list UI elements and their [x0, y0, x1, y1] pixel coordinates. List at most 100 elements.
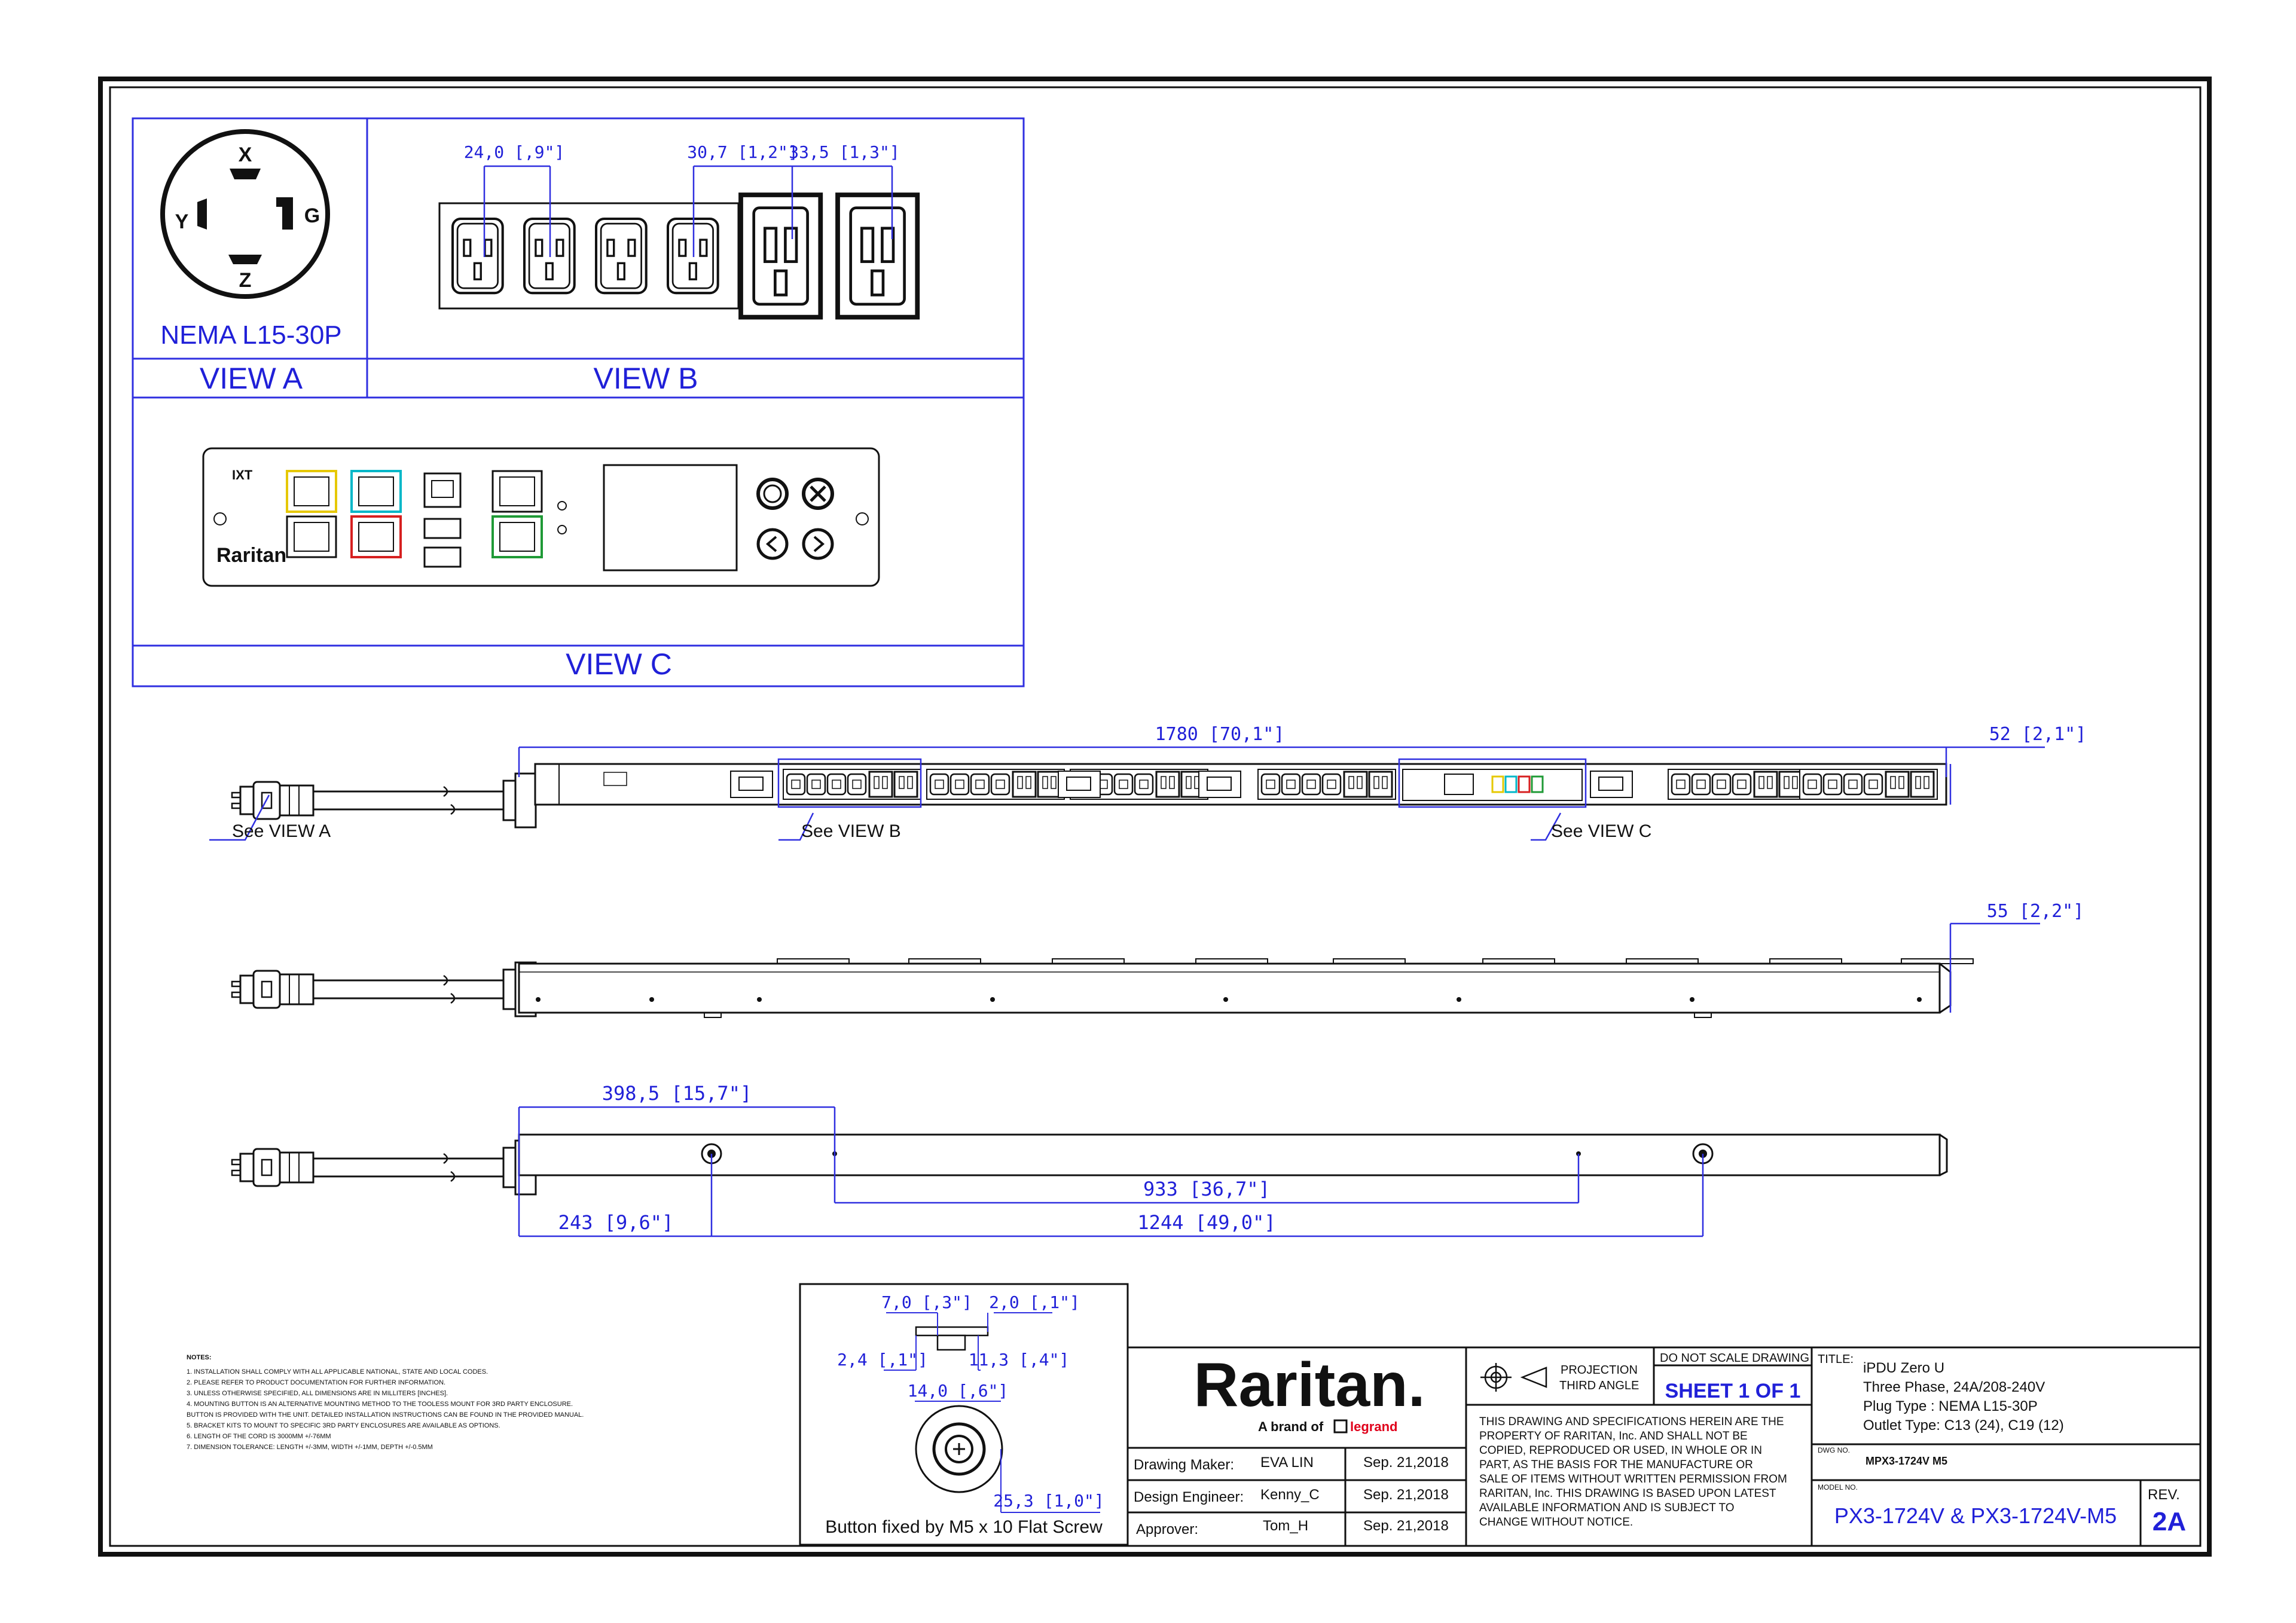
back-view-dimensions [518, 1106, 1704, 1237]
outlet-group [926, 769, 1065, 800]
title-label: TITLE: [1818, 1353, 1854, 1366]
outlet-bump [1195, 958, 1268, 964]
disclaimer-line: CHANGE WITHOUT NOTICE. [1479, 1516, 1633, 1529]
disclaimer-line: COPIED, REPRODUCED OR USED, IN WHOLE OR … [1479, 1444, 1762, 1457]
title-line: Three Phase, 24A/208-240V [1863, 1379, 2045, 1395]
rivet [536, 997, 541, 1002]
svg-text:IXT: IXT [232, 467, 253, 482]
rev-label: REV. [2148, 1487, 2180, 1503]
outlet-bump [1901, 958, 1974, 964]
note-line: 6. LENGTH OF THE CORD IS 3000MM +/-76MM [187, 1433, 331, 1440]
role-label: Design Engineer: [1134, 1489, 1244, 1505]
dim-width: 52 [2,1"] [1989, 724, 2087, 745]
plug-type-label: NEMA L15-30P [160, 320, 341, 350]
outlet-bump [1052, 958, 1125, 964]
note-line: 4. MOUNTING BUTTON IS AN ALTERNATIVE MOU… [187, 1401, 573, 1408]
title-line: Outlet Type: C13 (24), C19 (12) [1863, 1417, 2064, 1434]
outlet-bump [777, 958, 850, 964]
title-line: iPDU Zero U [1863, 1360, 1944, 1376]
notes-block: NOTES: 1. INSTALLATION SHALL COMPLY WITH… [187, 1354, 584, 1451]
inner-border [109, 86, 2202, 1547]
role-label: Approver: [1136, 1521, 1198, 1538]
dim-first-hole: 398,5 [15,7"] [602, 1082, 752, 1105]
disclaimer-line: RARITAN, Inc. THIS DRAWING IS BASED UPON… [1479, 1487, 1776, 1500]
rivet [1917, 997, 1922, 1002]
rivet [1457, 997, 1461, 1002]
role-label: Drawing Maker: [1134, 1457, 1234, 1473]
pin-y-label: Y [175, 210, 189, 233]
dim-c19-pitch: 33,5 [1,3"] [789, 142, 899, 162]
title-block [1126, 1346, 2202, 1547]
projection-symbol [1480, 1363, 1547, 1392]
breaker-block [1058, 771, 1101, 798]
dwg-number: MPX3-1724V M5 [1866, 1455, 1947, 1467]
notes-heading: NOTES: [187, 1354, 212, 1361]
pin-z-label: Z [239, 269, 252, 292]
raritan-logo: Raritan. [1193, 1350, 1425, 1420]
title-line: Plug Type : NEMA L15-30P [1863, 1398, 2038, 1414]
role-date: Sep. 21,2018 [1363, 1487, 1449, 1503]
rivet [1690, 997, 1694, 1002]
rivet [649, 997, 654, 1002]
dim-button-outer: 25,3 [1,0"] [993, 1491, 1104, 1511]
role-date: Sep. 21,2018 [1363, 1518, 1449, 1534]
dim-length: 1780 [70,1"] [1155, 724, 1285, 745]
role-name: Kenny_C [1260, 1487, 1320, 1503]
legrand-logo: legrand [1350, 1419, 1397, 1434]
side-view-dimensions [1949, 922, 2040, 1013]
dim-button-span: 1244 [49,0"] [1137, 1211, 1275, 1234]
disclaimer-line: SALE OF ITEMS WITHOUT WRITTEN PERMISSION… [1479, 1473, 1787, 1486]
outlet-bump [1333, 958, 1406, 964]
breaker-block [1590, 771, 1633, 798]
outlet-group [783, 769, 921, 800]
callout-view-c: See VIEW C [1551, 821, 1651, 841]
disclaimer-line: PROPERTY OF RARITAN, Inc. AND SHALL NOT … [1479, 1430, 1748, 1442]
front-controller [1402, 769, 1583, 801]
outer-border [98, 77, 2212, 1557]
button-caption: Button fixed by M5 x 10 Flat Screw [825, 1517, 1103, 1537]
dim-button-dia: 14,0 [,6"] [908, 1381, 1009, 1401]
dim-hole-span: 933 [36,7"] [1143, 1178, 1270, 1200]
view-a-label: VIEW A [200, 362, 303, 395]
rev-value: 2A [2152, 1507, 2186, 1536]
breaker-block [1198, 771, 1241, 798]
note-line: 1. INSTALLATION SHALL COMPLY WITH ALL AP… [187, 1368, 488, 1376]
model-number: PX3-1724V & PX3-1724V-M5 [1834, 1503, 2117, 1528]
dim-button-offset: 243 [9,6"] [558, 1211, 674, 1234]
rivet [990, 997, 995, 1002]
outlet-group [1799, 769, 1938, 800]
pdu-back-view [231, 1133, 1948, 1196]
outlet-bump [1626, 958, 1699, 964]
do-not-scale: DO NOT SCALE DRAWING [1660, 1352, 1809, 1365]
disclaimer-line: AVAILABLE INFORMATION AND IS SUBJECT TO [1479, 1502, 1735, 1514]
callout-view-b: See VIEW B [801, 821, 901, 841]
pin-g-label: G [304, 204, 320, 227]
view-c-label: VIEW C [566, 647, 672, 681]
disclaimer-line: THIS DRAWING AND SPECIFICATIONS HEREIN A… [1479, 1416, 1784, 1428]
pdu-side-view [231, 958, 1974, 1018]
view-b-dimension-lines [483, 165, 893, 257]
role-name: Tom_H [1263, 1518, 1308, 1534]
dwg-label: DWG NO. [1818, 1446, 1850, 1454]
role-name: EVA LIN [1260, 1454, 1314, 1471]
note-line: 3. UNLESS OTHERWISE SPECIFIED, ALL DIMEN… [187, 1390, 448, 1397]
dim-c13-to-c19: 30,7 [1,2"] [687, 142, 798, 162]
note-line: 5. BRACKET KITS TO MOUNT TO SPECIFIC 3RD… [187, 1422, 500, 1429]
role-date: Sep. 21,2018 [1363, 1454, 1449, 1471]
controller-brand: Raritan [216, 544, 286, 567]
pdu-front-view [231, 763, 1947, 829]
note-line: BUTTON IS PROVIDED WITH THE UNIT. DETAIL… [187, 1411, 584, 1419]
views-panel [132, 117, 1025, 687]
outlet-bump [1769, 958, 1842, 964]
breaker-block [730, 771, 773, 798]
disclaimer-line: PART, AS THE BASIS FOR THE MANUFACTURE O… [1479, 1459, 1753, 1471]
outlet-group [1257, 769, 1396, 800]
button-detail-box [799, 1283, 1129, 1546]
outlet-strip [438, 195, 917, 317]
dim-button-cap: 7,0 [,3"] [881, 1292, 972, 1312]
sheet-number: SHEET 1 OF 1 [1665, 1380, 1801, 1402]
controller-panel: IXT Raritan [202, 447, 880, 587]
nema-plug-face: X Y G Z [160, 129, 330, 299]
note-line: 2. PLEASE REFER TO PRODUCT DOCUMENTATION… [187, 1379, 445, 1386]
